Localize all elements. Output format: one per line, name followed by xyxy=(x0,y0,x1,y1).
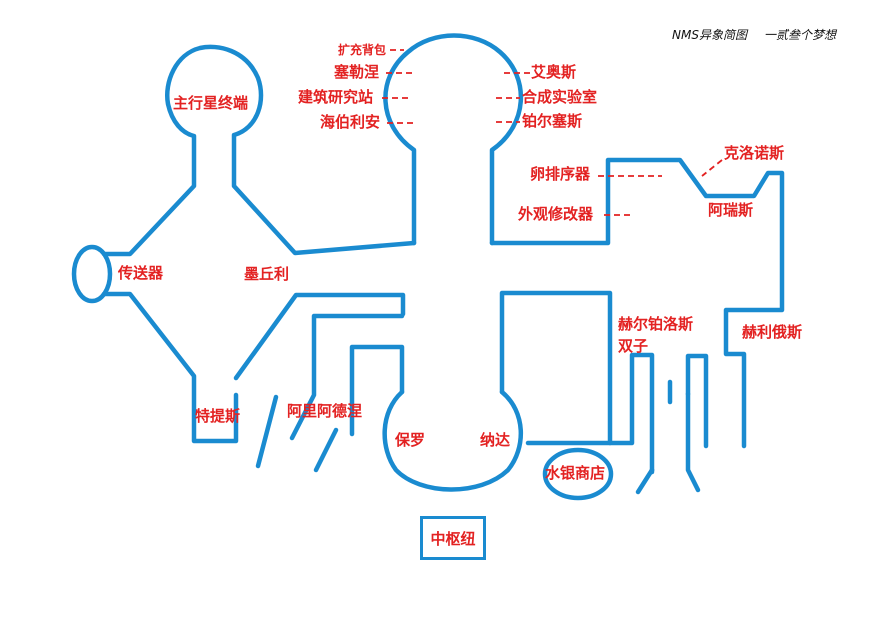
label-selene: 塞勒涅 xyxy=(334,63,380,81)
label-mochili: 墨丘利 xyxy=(244,265,290,283)
paul-nada-room xyxy=(382,389,523,492)
label-heli: 赫利俄斯 xyxy=(742,323,803,341)
label-heer: 赫尔铂洛斯 xyxy=(618,315,694,333)
mercury-shop-ring xyxy=(542,447,614,501)
label-boersai: 铂尔塞斯 xyxy=(522,112,583,130)
label-nada: 纳达 xyxy=(480,431,511,449)
label-kelonuosi: 克洛诺斯 xyxy=(724,144,785,162)
ariadne-inner-wall xyxy=(289,313,405,441)
label-haibo: 海伯利安 xyxy=(320,113,381,131)
map-title: NMS异象简图 xyxy=(672,28,747,42)
label-baoluo: 保罗 xyxy=(395,431,426,449)
lower-left-wall xyxy=(101,291,239,444)
label-aiaosi: 艾奥斯 xyxy=(531,63,577,81)
label-teleport: 传送器 xyxy=(118,264,164,282)
label-backpack: 扩充背包 xyxy=(338,43,387,57)
ariadne-slant-2 xyxy=(313,427,339,473)
label-hub: 中枢纽 xyxy=(430,529,476,548)
leader-kelo xyxy=(701,159,723,177)
label-appearance: 外观修改器 xyxy=(518,205,594,223)
hermes-col xyxy=(607,352,655,473)
upper-left-wall xyxy=(101,44,417,257)
teleporter-ring xyxy=(71,244,113,304)
label-arui: 阿瑞斯 xyxy=(708,201,754,219)
map-author: 一贰叁个梦想 xyxy=(764,28,837,42)
label-mercury-shop: 水银商店 xyxy=(545,464,606,482)
right-block-wall xyxy=(499,290,613,446)
hub-box: 中枢纽 xyxy=(420,516,486,560)
label-terminal: 主行星终端 xyxy=(173,94,249,112)
ariadne-lower-wall xyxy=(349,344,405,437)
lower-slant-3 xyxy=(635,467,655,495)
right-upper-wall xyxy=(489,157,785,449)
label-synthesis: 合成实验室 xyxy=(522,88,598,106)
label-twins: 双子 xyxy=(618,337,649,355)
label-egg: 卵排序器 xyxy=(530,165,591,183)
lower-slant-2 xyxy=(685,391,701,493)
ariadne-outer-slant xyxy=(255,394,279,469)
label-alide: 阿里阿德涅 xyxy=(287,402,363,420)
helios-right-stub xyxy=(685,353,709,449)
label-tetis: 特提斯 xyxy=(195,407,241,425)
center-dome-wall xyxy=(383,33,523,246)
mid-right-of-tetis xyxy=(233,292,406,381)
label-construction: 建筑研究站 xyxy=(298,88,374,106)
